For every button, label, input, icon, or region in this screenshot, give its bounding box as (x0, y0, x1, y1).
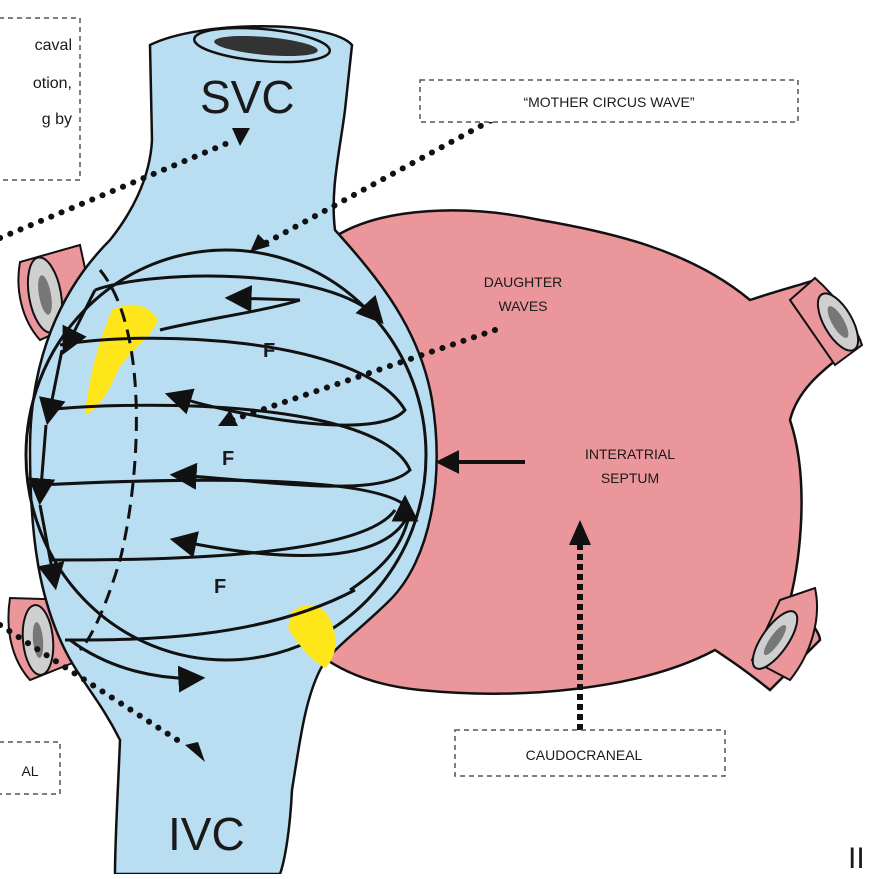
f-label-1: F (263, 340, 275, 362)
f-label-2: F (222, 448, 234, 470)
f-label-3: F (214, 576, 226, 598)
daughter-waves-label-1: DAUGHTER (484, 274, 563, 290)
svg-text:CAUDOCRANEAL: CAUDOCRANEAL (526, 747, 643, 763)
partial-note-box-top-left: caval otion, g by (0, 18, 80, 180)
mother-wave-box: “MOTHER CIRCUS WAVE” (420, 80, 798, 122)
partial-note-box-bottom-left: AL (0, 742, 60, 794)
svg-text:caval: caval (35, 37, 72, 54)
svg-text:g by: g by (42, 111, 72, 128)
svg-text:“MOTHER CIRCUS WAVE”: “MOTHER CIRCUS WAVE” (523, 94, 694, 110)
svg-text:otion,: otion, (33, 75, 72, 92)
corner-label: II (848, 842, 865, 874)
daughter-waves-label-2: WAVES (498, 298, 547, 314)
interatrial-label-2: SEPTUM (601, 470, 659, 486)
caudocraneal-box: CAUDOCRANEAL (455, 730, 725, 776)
interatrial-label-1: INTERATRIAL (585, 446, 675, 462)
ivc-label: IVC (168, 808, 245, 860)
svg-text:AL: AL (21, 763, 38, 779)
svc-label: SVC (200, 71, 295, 123)
